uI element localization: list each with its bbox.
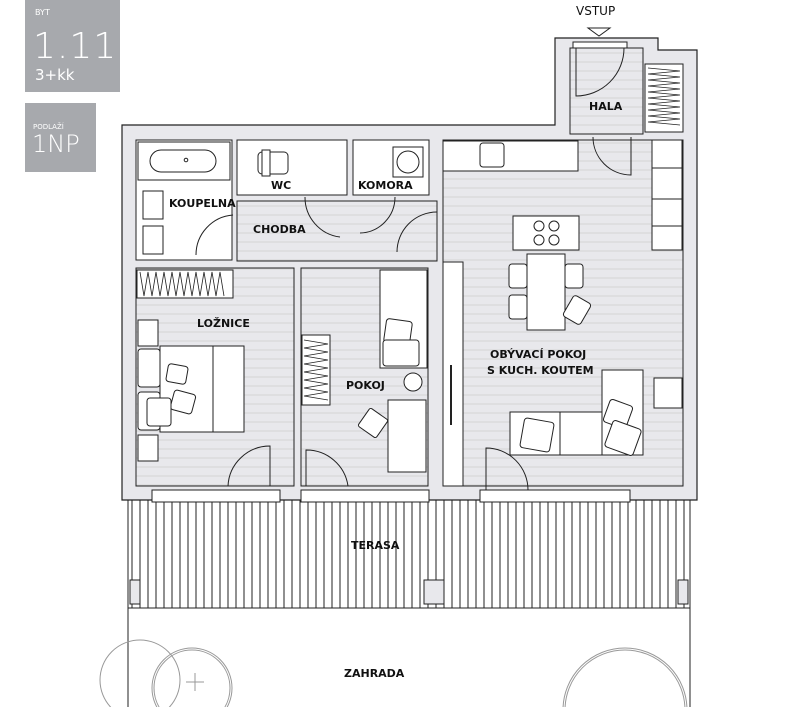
label-obyvaci-line1: OBÝVACÍ POKOJ <box>490 348 586 361</box>
apartment-info-box: BYT 1.11 3+kk <box>25 0 120 92</box>
room-pokoj <box>300 267 429 487</box>
apartment-number: 1.11 <box>33 26 118 67</box>
label-koupelna: KOUPELNA <box>169 197 236 210</box>
room-wc <box>236 139 348 196</box>
label-chodba: CHODBA <box>253 223 306 236</box>
entrance-label: VSTUP <box>576 4 615 18</box>
floor-label: PODLAŽÍ <box>33 123 64 131</box>
garden <box>99 608 691 707</box>
entrance-arrow-icon <box>586 27 612 37</box>
label-terasa: TERASA <box>351 539 400 552</box>
apartment-label: BYT <box>35 8 50 17</box>
floor-info-box: PODLAŽÍ 1NP <box>25 103 96 172</box>
floor-value: 1NP <box>32 130 80 158</box>
terrace <box>127 489 691 609</box>
label-hala: HALA <box>589 100 623 113</box>
room-chodba <box>195 196 438 262</box>
label-pokoj: POKOJ <box>346 379 385 392</box>
room-hala <box>569 41 684 135</box>
label-obyvaci-line2: S KUCH. KOUTEM <box>487 364 594 377</box>
label-komora: KOMORA <box>358 179 413 192</box>
room-koupelna <box>135 139 233 261</box>
room-komora <box>352 139 430 196</box>
label-zahrada: ZAHRADA <box>344 667 405 680</box>
label-wc: WC <box>271 179 291 192</box>
label-loznice: LOŽNICE <box>197 317 250 330</box>
apartment-layout: 3+kk <box>35 66 75 84</box>
room-obyvaci-pokoj <box>442 136 684 491</box>
room-loznice <box>135 267 295 487</box>
